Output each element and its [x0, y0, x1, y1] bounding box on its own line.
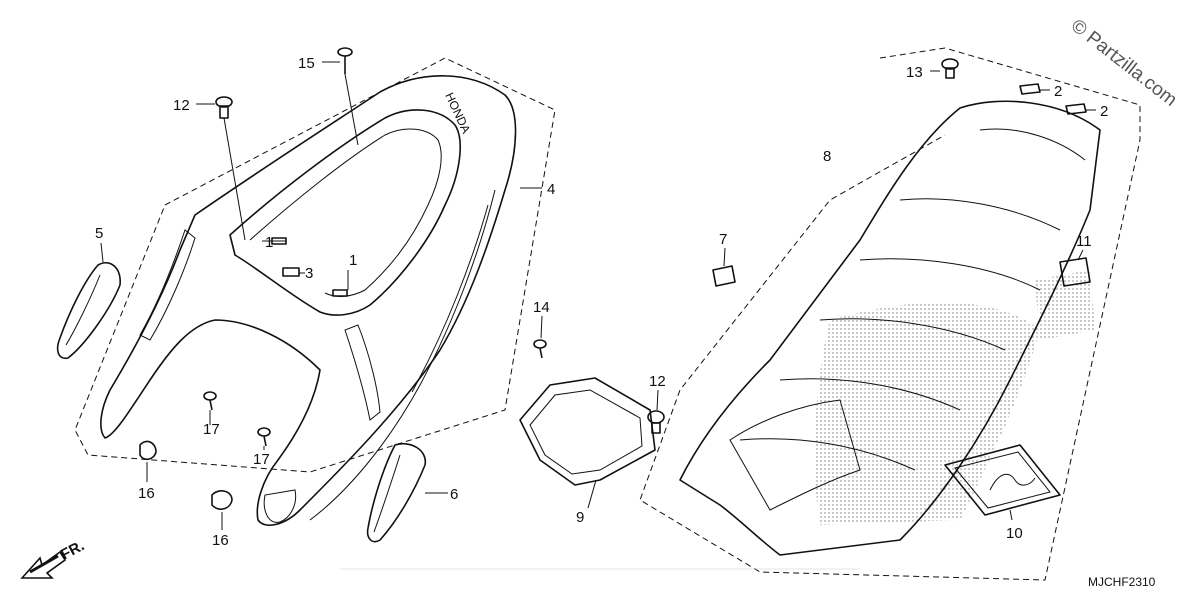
callout-5: 5	[95, 225, 103, 242]
pad-2-lower[interactable]	[1065, 103, 1087, 115]
cowl-stripe-2	[411, 204, 489, 393]
grommet-12-left[interactable]	[215, 96, 233, 119]
right-side-cover[interactable]	[366, 443, 426, 543]
right-side-cover-inner	[373, 454, 401, 533]
inner-fender-rib	[739, 128, 1086, 471]
callout-13: 13	[906, 64, 923, 81]
callout-8: 7	[719, 231, 727, 248]
screw-17-upper[interactable]	[203, 391, 217, 411]
tail-light-housing	[263, 489, 297, 523]
clip-16-lower[interactable]	[211, 490, 233, 510]
mud-guard-plate[interactable]	[944, 444, 1061, 516]
callout-1-right: 1	[349, 252, 357, 269]
rear-cowl-group: HONDA	[56, 47, 556, 543]
bolt-15[interactable]	[533, 339, 547, 359]
callout-9: 8	[823, 148, 831, 165]
callout-15: 14	[533, 299, 550, 316]
callout-17-lower: 17	[253, 451, 270, 468]
fender-channel	[729, 399, 861, 511]
fender-shading-2	[1035, 270, 1095, 340]
seat-opening	[229, 109, 461, 316]
callout-2-upper: 2	[1054, 83, 1062, 100]
fender-bracket[interactable]	[519, 377, 656, 486]
rubber-8[interactable]	[712, 265, 736, 287]
callout-3: 3	[305, 265, 313, 282]
cowl-side-vent-left	[139, 229, 196, 341]
pad-11[interactable]	[1059, 257, 1091, 287]
callout-11: 11	[1076, 233, 1092, 250]
callout-17-upper: 17	[203, 421, 220, 438]
callouts: 15 12 4 1 1 3 5 6 17 17 16 16 14 9 12 13…	[95, 55, 1108, 549]
grommet-13[interactable]	[941, 58, 959, 79]
callout-14: 15	[298, 55, 315, 72]
clip-16-upper[interactable]	[139, 440, 157, 461]
watermark: © Partzilla.com	[1067, 15, 1181, 110]
callout-16-lower: 16	[212, 532, 229, 549]
emblem-1-right[interactable]	[332, 289, 348, 297]
grommet-12-center[interactable]	[647, 410, 665, 434]
fender-bracket-group	[519, 339, 665, 486]
emblem-3[interactable]	[282, 267, 300, 277]
callout-7: 10	[1006, 525, 1023, 542]
brand-mark: HONDA	[442, 90, 473, 135]
callout-2-lower: 2	[1100, 103, 1108, 120]
rear-cowl[interactable]	[100, 75, 517, 526]
callout-16-upper: 16	[138, 485, 155, 502]
callout-1-left: 1	[265, 234, 273, 251]
callout-12-center: 12	[649, 373, 666, 390]
callout-6: 6	[450, 486, 458, 503]
leader-lines	[100, 61, 1096, 530]
callout-12-left: 12	[173, 97, 190, 114]
fender-bracket-detail	[529, 389, 643, 475]
seat-opening-inner	[249, 128, 442, 297]
screw-17-lower[interactable]	[257, 427, 271, 447]
callout-10: 9	[576, 509, 584, 526]
diagram-code: MJCHF2310	[1088, 575, 1156, 589]
fender-shading	[814, 302, 1040, 525]
left-side-cover-inner	[65, 274, 101, 346]
mud-guard-inner	[954, 451, 1051, 509]
rear-cowl-boundary	[74, 57, 556, 473]
left-side-cover[interactable]	[56, 261, 121, 360]
mud-guard-wave	[989, 473, 1036, 491]
pad-2-upper[interactable]	[1019, 83, 1041, 95]
front-direction-indicator: FR.	[20, 537, 87, 579]
callout-4: 4	[547, 181, 555, 198]
inner-fender-group	[639, 47, 1141, 581]
inner-fender[interactable]	[679, 100, 1101, 556]
bolt-14[interactable]	[337, 47, 353, 74]
cowl-side-vent-right	[344, 324, 381, 421]
cowl-stripe	[309, 189, 496, 521]
